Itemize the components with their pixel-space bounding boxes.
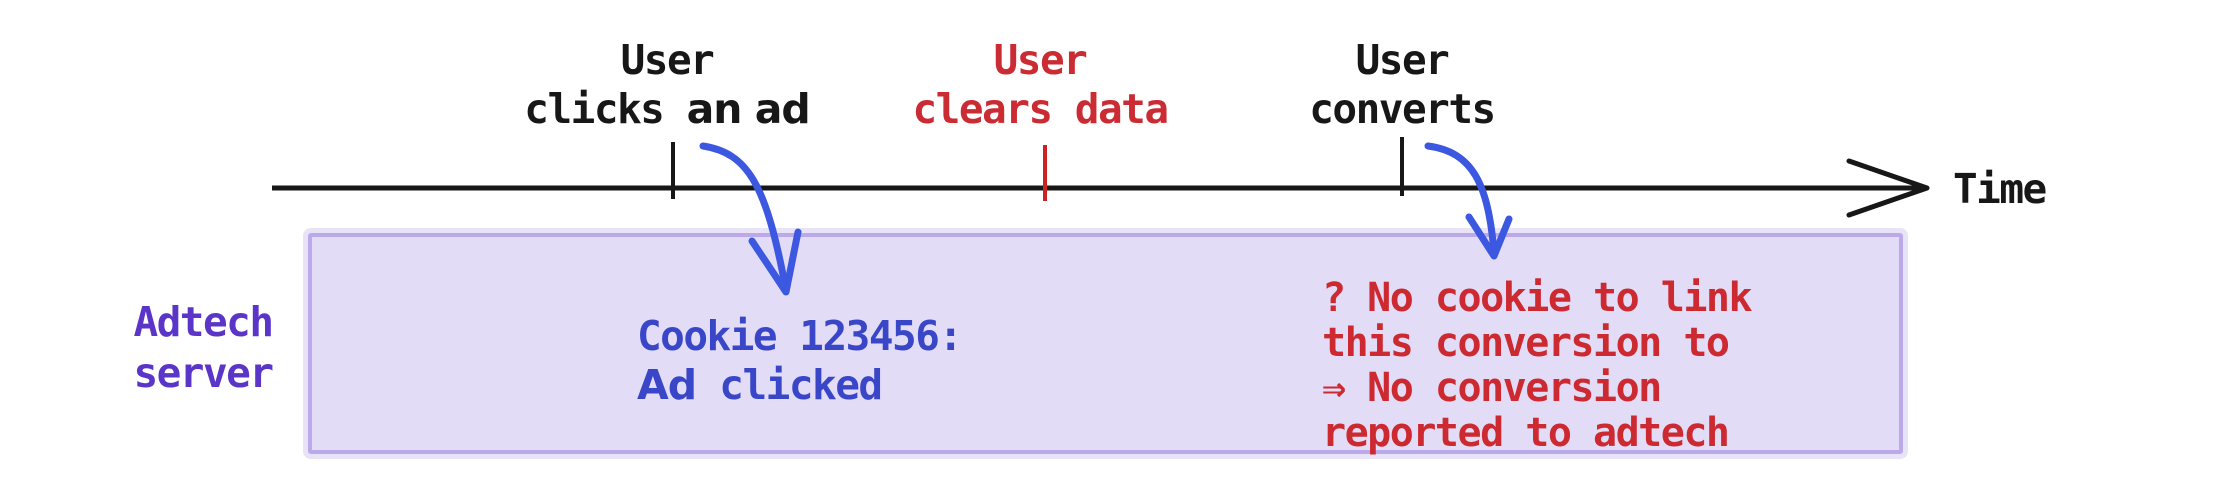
event-label-line: clears data	[912, 85, 1169, 133]
no-cookie-note-line: this conversion to	[1322, 320, 1730, 366]
event-label-line: clicks an ad	[524, 85, 810, 133]
event-label-line: User	[993, 36, 1088, 84]
no-cookie-note-line: reported to adtech	[1322, 410, 1730, 456]
event-label-user-converts: User converts	[1222, 36, 1582, 134]
curved-arrow-click-arrowhead-icon	[748, 228, 802, 296]
event-label-user-clicks-ad: User clicks an ad	[487, 36, 847, 134]
event-label-line: User	[620, 36, 715, 84]
event-label-user-clears-data: User clears data	[860, 36, 1220, 134]
no-cookie-conversion-note: ? No cookie to link this conversion to ⇒…	[1322, 275, 1753, 456]
event-label-line: converts	[1309, 85, 1496, 133]
cookie-note-line: Ad clicked	[637, 361, 883, 409]
server-label-line: Adtech	[133, 298, 274, 346]
no-cookie-note-line: ? No cookie to link	[1322, 275, 1753, 321]
curved-arrow-convert-to-note	[1424, 142, 1498, 256]
event-label-line: User	[1355, 36, 1450, 84]
no-cookie-note-line: ⇒ No conversion	[1322, 365, 1662, 411]
server-label-line: server	[133, 349, 274, 397]
curved-arrow-click-to-cookie	[699, 142, 789, 289]
time-axis-arrowhead-icon	[1846, 158, 1930, 218]
time-axis-label: Time	[1953, 165, 2047, 213]
adtech-server-label: Adtech server	[83, 297, 323, 399]
cookie-record-note: Cookie 123456: Ad clicked	[637, 312, 963, 410]
curved-arrow-convert-arrowhead-icon	[1465, 213, 1513, 260]
adtech-server-box	[308, 233, 1903, 454]
cookie-note-line: Cookie 123456:	[637, 312, 963, 360]
